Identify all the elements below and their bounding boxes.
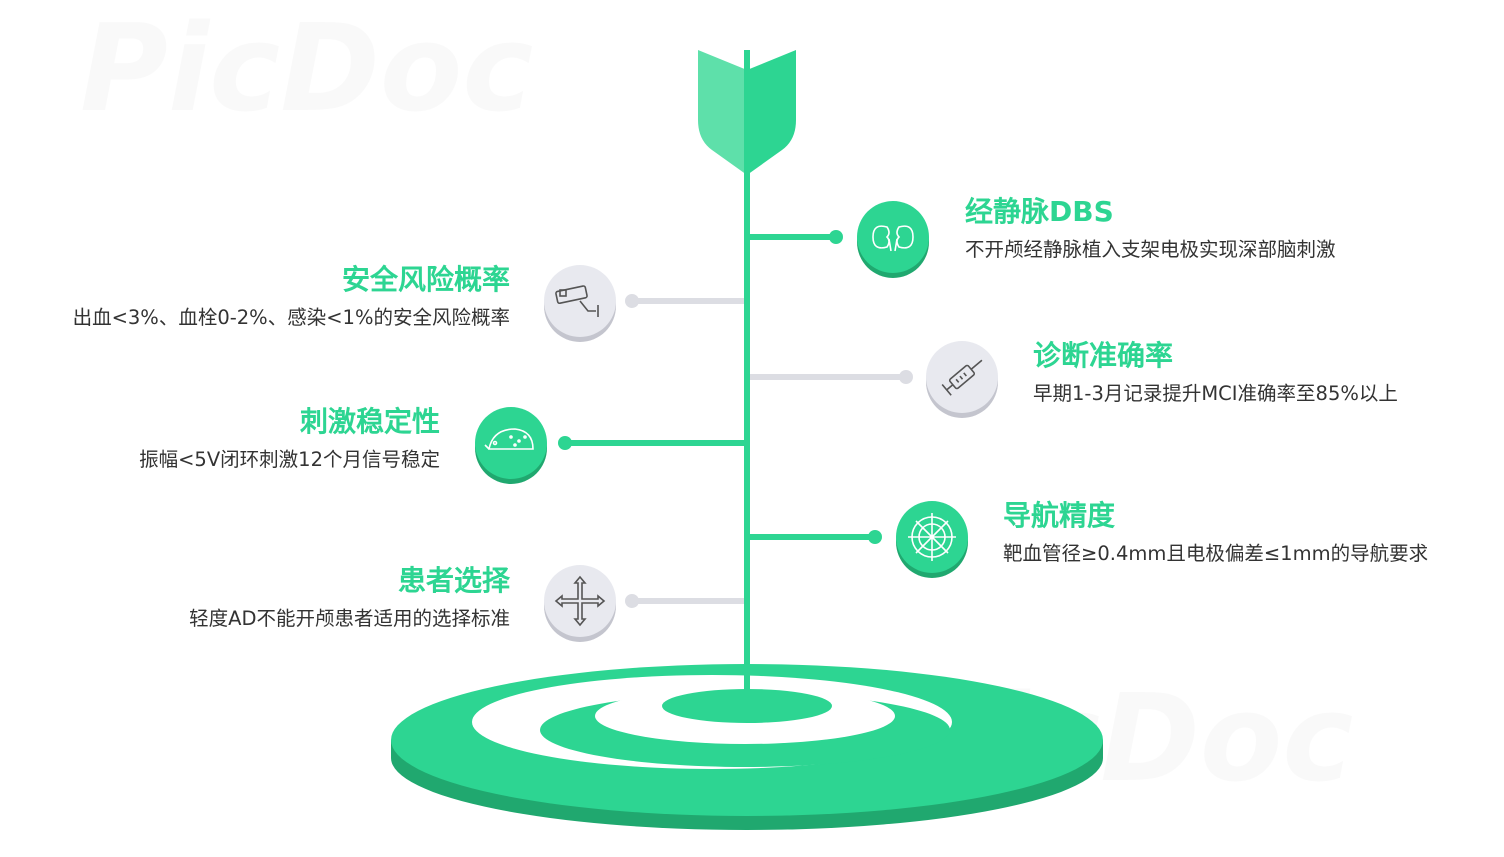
branch-2 bbox=[750, 341, 998, 418]
target-base bbox=[391, 664, 1103, 830]
item-description: 早期1-3月记录提升MCI准确率至85%以上 bbox=[1033, 382, 1398, 405]
connector-dot bbox=[625, 294, 639, 308]
connector-dot bbox=[829, 230, 843, 244]
connector-dot bbox=[558, 436, 572, 450]
item-description: 振幅<5V闭环刺激12个月信号稳定 bbox=[139, 448, 440, 471]
compass-icon bbox=[908, 513, 956, 561]
connector-line bbox=[750, 374, 906, 380]
item-title: 患者选择 bbox=[397, 564, 510, 597]
item-description: 轻度AD不能开颅患者适用的选择标准 bbox=[189, 607, 510, 630]
branch-4 bbox=[750, 501, 968, 578]
icon-badge bbox=[475, 407, 547, 479]
connector-line bbox=[750, 534, 875, 540]
arrow bbox=[698, 50, 796, 707]
branch-3 bbox=[475, 407, 744, 484]
connector-dot bbox=[899, 370, 913, 384]
item-title: 经静脉DBS bbox=[965, 195, 1114, 228]
connector-dot bbox=[868, 530, 882, 544]
kidneys-icon bbox=[872, 225, 914, 252]
branch-0 bbox=[750, 201, 929, 278]
icon-badge bbox=[857, 201, 929, 273]
connector-line bbox=[565, 440, 744, 446]
connector-line bbox=[750, 234, 836, 240]
icon-badge bbox=[544, 565, 616, 637]
item-title: 诊断准确率 bbox=[1033, 339, 1174, 372]
syringe-icon bbox=[941, 359, 983, 396]
hedgehog-icon bbox=[484, 428, 534, 450]
item-description: 不开颅经静脉植入支架电极实现深部脑刺激 bbox=[965, 238, 1336, 261]
item-description: 靶血管径≥0.4mm且电极偏差≤1mm的导航要求 bbox=[1003, 542, 1429, 565]
item-title: 刺激稳定性 bbox=[299, 405, 440, 438]
branch-5 bbox=[544, 565, 744, 642]
item-description: 出血<3%、血栓0-2%、感染<1%的安全风险概率 bbox=[72, 306, 510, 329]
connector-line bbox=[632, 298, 744, 304]
icon-badge bbox=[926, 341, 998, 413]
security-camera-icon bbox=[555, 285, 599, 317]
branch-1 bbox=[544, 265, 744, 342]
connector-line bbox=[632, 598, 744, 604]
cross-arrows-icon bbox=[554, 575, 606, 627]
connector-dot bbox=[625, 594, 639, 608]
item-title: 导航精度 bbox=[1003, 499, 1116, 532]
item-title: 安全风险概率 bbox=[341, 263, 510, 296]
